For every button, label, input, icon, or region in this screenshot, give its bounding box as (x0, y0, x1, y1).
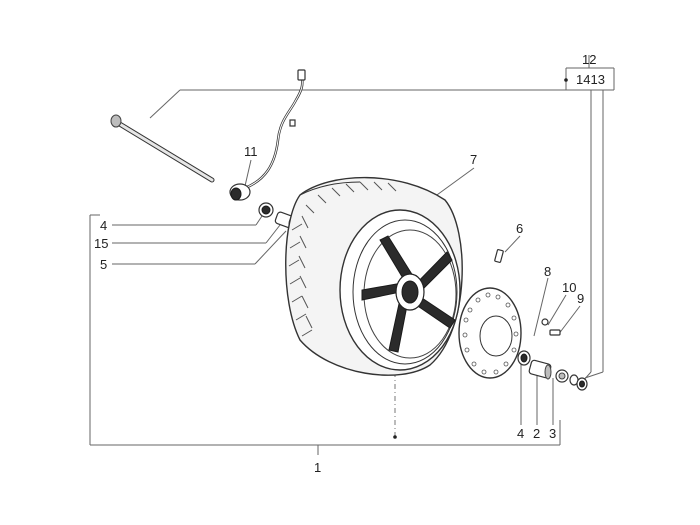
label-4-bottom: 4 (517, 426, 524, 441)
label-12: 12 (582, 52, 596, 67)
label-11: 11 (244, 144, 258, 159)
label-15: 15 (94, 236, 108, 251)
label-10: 10 (562, 280, 576, 295)
callout-labels: 12 1413 11 7 4 15 5 6 8 10 9 4 2 3 1 (94, 52, 605, 475)
label-1: 1 (314, 460, 321, 475)
wheel-rim (339, 209, 461, 371)
label-3: 3 (549, 426, 556, 441)
brake-disc (458, 287, 522, 379)
disc-screw (494, 249, 504, 263)
label-2: 2 (533, 426, 540, 441)
label-5: 5 (100, 257, 107, 272)
right-hub-parts (517, 318, 588, 391)
label-9: 9 (577, 291, 584, 306)
label-4-left: 4 (100, 218, 107, 233)
wheel-center-dot (393, 435, 397, 439)
leader-lines (89, 55, 615, 455)
wheel-axle (110, 114, 215, 183)
label-6: 6 (516, 221, 523, 236)
bracket-dot (564, 78, 568, 82)
label-7: 7 (470, 152, 477, 167)
label-1413: 1413 (576, 72, 605, 87)
label-8: 8 (544, 264, 551, 279)
speed-sensor (229, 69, 306, 201)
